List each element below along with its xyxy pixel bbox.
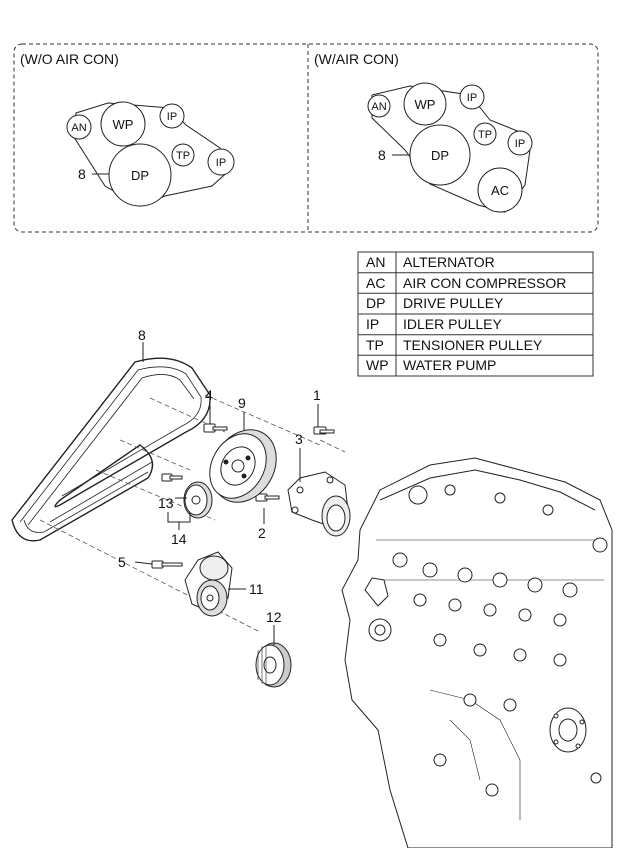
callout-4: 4 <box>205 387 213 403</box>
pulley-tp-ac-label: TP <box>478 129 492 141</box>
callout-leaders <box>134 342 319 645</box>
belt-number-with-ac: 8 <box>378 147 386 163</box>
legend-code-3: IP <box>366 316 379 332</box>
pulley-dp-label: DP <box>131 168 149 183</box>
pulley-dp <box>108 143 172 207</box>
pulley-dp-ac-label: DP <box>431 148 449 163</box>
callout-14: 14 <box>171 531 187 547</box>
bolt-2 <box>255 493 280 502</box>
legend-name-4: TENSIONER PULLEY <box>403 337 543 353</box>
legend-code-1: AC <box>366 275 385 291</box>
panel-label-without-ac: (W/O AIR CON) <box>20 51 119 67</box>
callout-5: 5 <box>118 554 126 570</box>
legend-name-0: ALTERNATOR <box>403 254 495 270</box>
pulley-tp-ac <box>473 122 497 146</box>
water-pump <box>287 471 351 537</box>
bolt-4 <box>203 423 228 433</box>
engine-block <box>341 457 613 848</box>
pulley-wp-ac-label: WP <box>415 97 436 112</box>
pulley-an-ac <box>367 94 391 118</box>
pulley-an <box>66 114 92 140</box>
water-pump-pulley <box>209 429 277 503</box>
legend-name-3: IDLER PULLEY <box>403 316 502 332</box>
pulley-ip-top-ac-label: IP <box>467 92 477 104</box>
pulley-wp-label: WP <box>113 117 134 132</box>
belt-route-without-ac <box>71 102 233 207</box>
bolt-13 <box>161 473 183 482</box>
drive-belt <box>11 357 211 542</box>
pulley-ip-top <box>159 103 185 129</box>
callout-11: 11 <box>249 581 264 597</box>
pulley-ip-top-label: IP <box>167 111 177 123</box>
idler-pulley <box>183 481 213 519</box>
pulley-ip-right-ac <box>507 130 533 156</box>
legend-code-4: TP <box>366 337 384 353</box>
legend-table: AN ALTERNATOR AC AIR CON COMPRESSOR DP D… <box>357 251 594 377</box>
panel-with-ac: (W/AIR CON) AN WP IP TP IP DP AC 8 <box>314 51 533 213</box>
callout-9: 9 <box>238 395 246 411</box>
routing-frame <box>13 43 599 233</box>
pulley-an-label: AN <box>71 122 86 134</box>
legend-code-0: AN <box>366 254 385 270</box>
callout-1: 1 <box>313 387 321 403</box>
panel-label-with-ac: (W/AIR CON) <box>314 51 399 67</box>
belt-number-without-ac: 8 <box>78 166 86 182</box>
legend-name-2: DRIVE PULLEY <box>403 295 504 311</box>
bolt-1 <box>313 426 335 435</box>
callout-12: 12 <box>266 609 282 625</box>
pulley-wp <box>100 101 146 147</box>
legend-code-2: DP <box>366 295 385 311</box>
crank-pulley <box>255 642 292 688</box>
callout-13: 13 <box>158 495 174 511</box>
legend-name-1: AIR CON COMPRESSOR <box>403 275 566 291</box>
callout-3: 3 <box>295 431 303 447</box>
pulley-ac-ac <box>477 167 523 213</box>
pulley-tp-label: TP <box>176 150 190 162</box>
panel-without-ac: (W/O AIR CON) AN WP IP TP IP DP 8 <box>20 51 235 207</box>
pulley-tp <box>171 143 195 167</box>
pulley-an-ac-label: AN <box>371 101 386 113</box>
callout-2: 2 <box>258 525 266 541</box>
pulley-ip-bottom <box>207 148 235 176</box>
callout-8: 8 <box>138 327 146 343</box>
pulley-ip-top-ac <box>459 84 485 110</box>
pulley-wp-ac <box>403 82 447 126</box>
pulley-ip-right-ac-label: IP <box>515 138 525 150</box>
pulley-ac-ac-label: AC <box>491 183 509 198</box>
bolt-5 <box>151 560 183 569</box>
pulley-ip-bottom-label: IP <box>216 157 226 169</box>
legend-name-5: WATER PUMP <box>403 357 496 373</box>
tensioner-assembly <box>184 551 233 617</box>
legend-code-5: WP <box>366 357 389 373</box>
